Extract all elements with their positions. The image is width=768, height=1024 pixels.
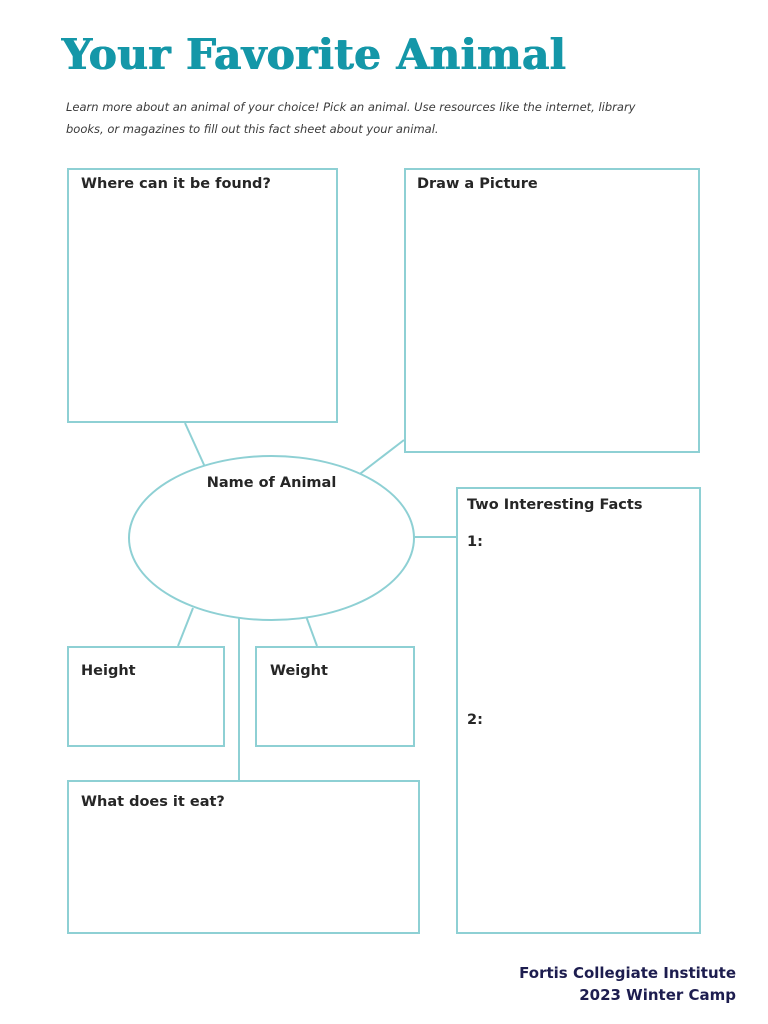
footer-program: 2023 Winter Camp	[579, 986, 736, 1004]
field-label-weight: Weight	[270, 663, 328, 679]
field-label-draw-picture: Draw a Picture	[417, 176, 538, 192]
field-box-draw-picture[interactable]	[404, 168, 700, 453]
footer-organization: Fortis Collegiate Institute	[519, 964, 736, 982]
field-label-height: Height	[81, 663, 136, 679]
center-node-label: Name of Animal	[206, 475, 337, 491]
field-box-where-found[interactable]	[67, 168, 338, 423]
field-label-what-does-it-eat: What does it eat?	[81, 794, 225, 810]
center-node-name-of-animal[interactable]: Name of Animal	[128, 455, 415, 621]
field-box-height[interactable]	[67, 646, 225, 747]
fact-marker-1: 1:	[467, 534, 483, 550]
page-title: Your Favorite Animal	[62, 30, 567, 79]
field-label-two-interesting-facts: Two Interesting Facts	[467, 497, 643, 513]
connector-height	[177, 607, 194, 647]
field-box-two-interesting-facts[interactable]	[456, 487, 701, 934]
field-box-what-does-it-eat[interactable]	[67, 780, 420, 934]
field-box-weight[interactable]	[255, 646, 415, 747]
fact-marker-2: 2:	[467, 712, 483, 728]
footer: Fortis Collegiate Institute 2023 Winter …	[519, 962, 736, 1006]
field-label-where-found: Where can it be found?	[81, 176, 271, 192]
instructions-text: Learn more about an animal of your choic…	[66, 100, 636, 136]
